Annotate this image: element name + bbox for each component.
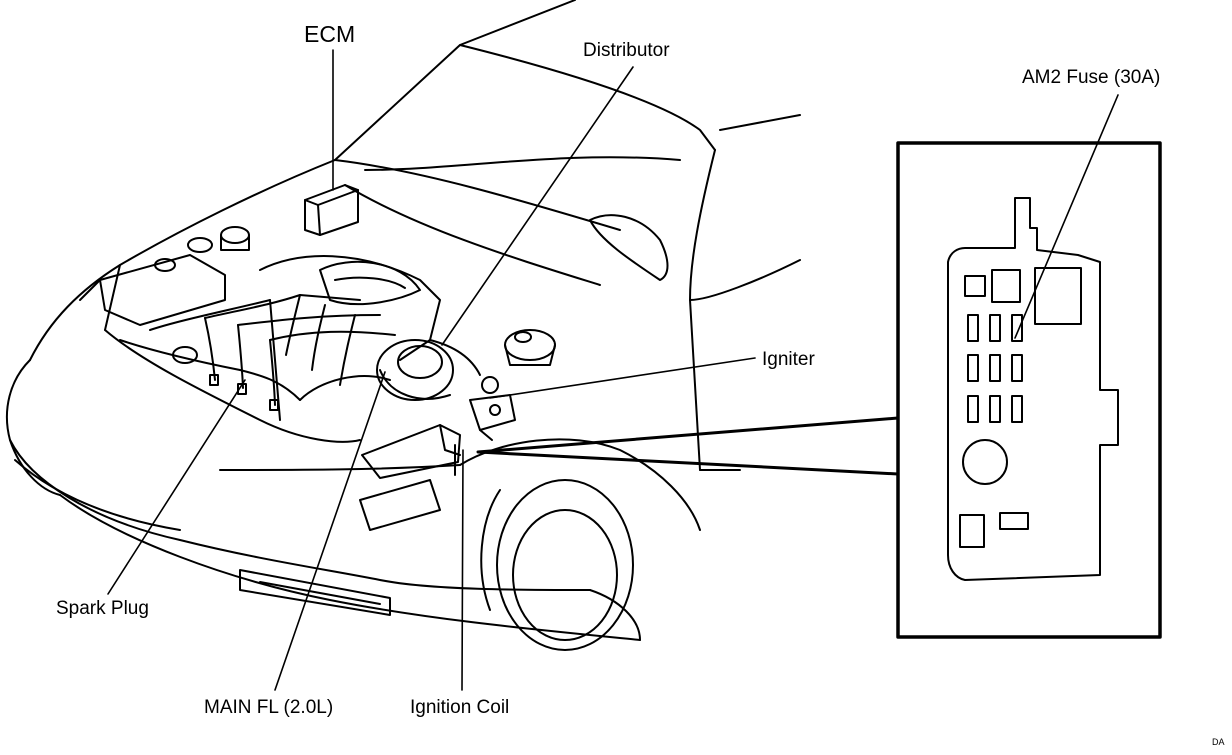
- fuse-box-inset: [896, 141, 1162, 639]
- label-distributor: Distributor: [583, 40, 670, 61]
- igniter-bracket: [469, 394, 516, 441]
- callout-pointer: [476, 416, 900, 476]
- leader-lines: [107, 49, 1119, 691]
- label-corner-code: DA: [1212, 737, 1225, 747]
- label-spark-plug: Spark Plug: [56, 598, 149, 619]
- label-main-fl: MAIN FL (2.0L): [204, 697, 333, 718]
- ecm-box: [304, 184, 359, 236]
- label-igniter: Igniter: [762, 349, 815, 370]
- ignition-coil-unit: [361, 424, 461, 479]
- distributor-unit: [376, 339, 499, 401]
- label-am2-fuse: AM2 Fuse (30A): [1022, 67, 1160, 88]
- label-ecm: ECM: [304, 21, 355, 47]
- car-body-outline: [6, 0, 801, 651]
- label-ignition-coil: Ignition Coil: [410, 697, 509, 718]
- spark-plug-wires: [204, 294, 396, 411]
